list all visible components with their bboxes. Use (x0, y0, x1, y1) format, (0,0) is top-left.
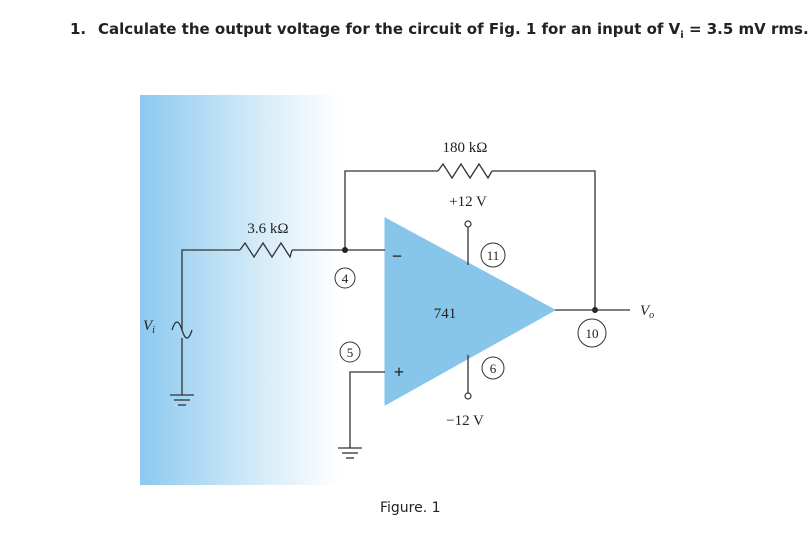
negative-supply-label: −12 V (446, 413, 484, 429)
feedback-resistor (437, 162, 493, 180)
inverting-sign: − (392, 246, 402, 266)
question-body: Calculate the output voltage for the cir… (98, 20, 681, 38)
ground-icon (338, 447, 362, 459)
feedback-wire-left (344, 170, 438, 250)
question-body-end: = 3.5 mV rms. (683, 20, 809, 38)
background-panel (140, 95, 340, 485)
pin-circle-inverting (334, 267, 356, 289)
pin-number-output: 10 (586, 326, 599, 341)
ac-source-icon (171, 321, 193, 395)
noninverting-sign: + (394, 362, 404, 382)
input-wire-left (181, 249, 240, 322)
positive-supply-label: +12 V (449, 194, 487, 210)
vplus-terminal (464, 220, 472, 228)
feedback-resistor-label: 180 kΩ (443, 140, 488, 156)
source-ground-icon (170, 394, 194, 406)
output-voltage-label: Vo (640, 303, 654, 321)
figure-caption: Figure. 1 (380, 500, 441, 516)
opamp-triangle (384, 217, 557, 406)
pin-number-vminus: 6 (490, 361, 497, 376)
pin-circle-noninverting (339, 341, 361, 363)
pin-number-inverting: 4 (342, 271, 349, 286)
pin-number-vplus: 11 (487, 248, 500, 263)
question-number: 1. (70, 20, 87, 38)
junction-inverting (342, 247, 348, 253)
question-subscript: i (680, 30, 684, 41)
pin-circle-vminus (481, 356, 505, 380)
opamp-model-label: 741 (434, 306, 457, 322)
input-resistor (239, 241, 293, 259)
question-text: 1. Calculate the output voltage for the c… (70, 20, 809, 41)
input-resistor-label: 3.6 kΩ (247, 221, 288, 237)
feedback-wire-right (492, 170, 596, 310)
noninverting-wire (349, 371, 385, 448)
vminus-terminal (464, 392, 472, 400)
pin-circle-vplus (480, 242, 506, 268)
input-voltage-label: Vi (143, 318, 155, 336)
pin-number-noninverting: 5 (347, 345, 354, 360)
pin-circle-output (577, 318, 607, 348)
